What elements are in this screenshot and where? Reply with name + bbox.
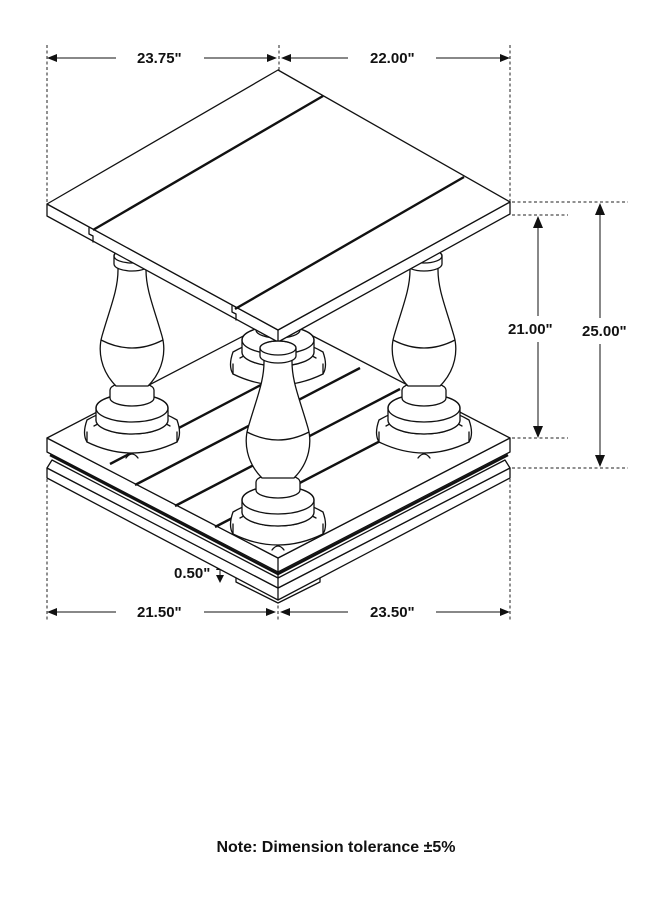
dim-base-right-depth: 23.50" (370, 604, 415, 621)
tolerance-note: Note: Dimension tolerance ±5% (216, 839, 456, 856)
overall-height-dimension-line (595, 203, 605, 467)
top-dimension-line (47, 54, 510, 62)
extension-lines (46, 45, 628, 620)
dim-top-right-depth: 22.00" (370, 50, 415, 67)
dim-top-left-width: 23.75" (137, 50, 182, 67)
dim-leg-height: 21.00" (508, 321, 553, 338)
dim-overall-height: 25.00" (582, 323, 627, 340)
leg-height-dimension-line (533, 216, 543, 438)
bottom-dimension-line (47, 608, 510, 616)
dim-base-thickness: 0.50" (174, 565, 211, 582)
table-top (46, 69, 511, 343)
dim-base-left-width: 21.50" (137, 604, 182, 621)
